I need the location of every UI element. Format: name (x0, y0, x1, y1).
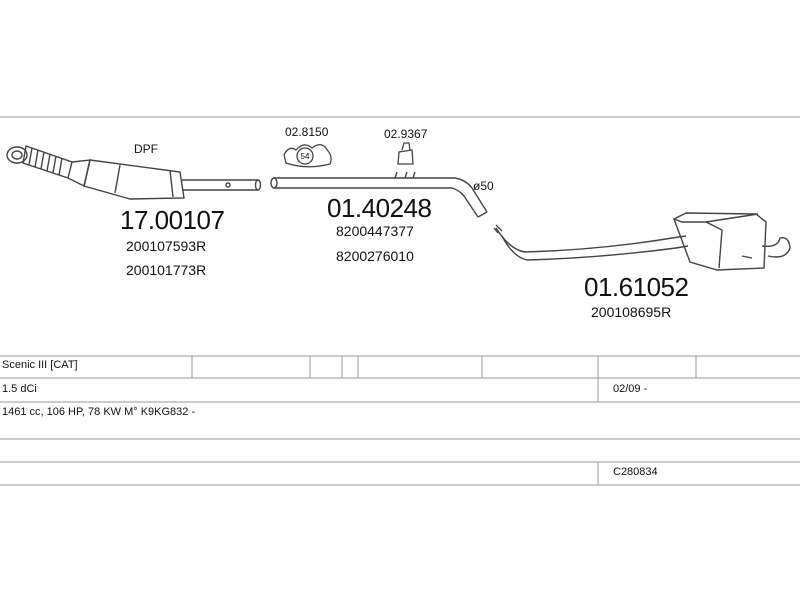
part-number: 01.61052 (584, 272, 689, 302)
vehicle-date-range: 02/09 - (613, 383, 648, 395)
vehicle-code: C280834 (613, 466, 658, 478)
part-ref: 200108695R (591, 304, 672, 320)
clamp-b-label: 02.9367 (384, 127, 428, 141)
part-ref: 8200276010 (336, 248, 414, 264)
clamp-02-8150[interactable] (283, 144, 332, 168)
vehicle-model: Scenic III [CAT] (2, 359, 78, 371)
clamp-02-9367[interactable] (397, 142, 414, 165)
vehicle-specs: 1461 cc, 106 HP, 78 KW M° K9KG832 - (2, 406, 196, 418)
part-number: 01.40248 (327, 193, 432, 223)
part-ref: 200101773R (126, 262, 207, 278)
dpf-assembly[interactable] (6, 145, 262, 200)
part-number: 17.00107 (120, 205, 225, 235)
vehicle-engine: 1.5 dCi (2, 383, 37, 395)
clamp-a-label: 02.8150 (285, 125, 329, 139)
part-ref: 8200447377 (336, 223, 414, 239)
intermediate-pipe[interactable] (270, 171, 488, 218)
dpf-label: DPF (134, 142, 158, 156)
clamp-inner-size: 54 (301, 152, 310, 161)
rear-silencer[interactable] (493, 212, 791, 271)
diameter-label: ø50 (473, 179, 494, 193)
table-rules (0, 355, 800, 486)
part-ref: 200107593R (126, 238, 207, 254)
